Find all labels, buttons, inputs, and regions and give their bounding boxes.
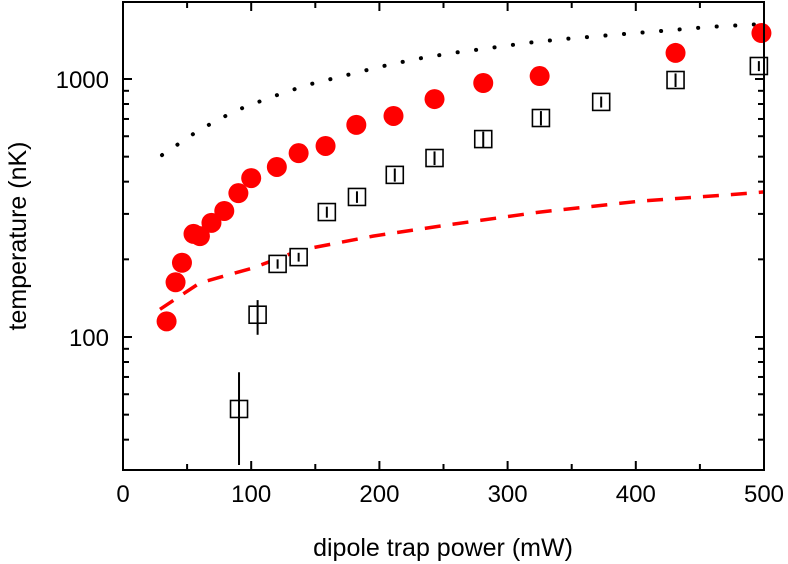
x-tick-label: 300 xyxy=(488,481,528,508)
red-circle-point xyxy=(189,226,210,247)
dotted-model-curve xyxy=(160,22,766,158)
y-tick-label: 1000 xyxy=(56,67,109,94)
plot-frame xyxy=(122,1,765,471)
red-circle-point xyxy=(165,272,186,293)
red-circle-point xyxy=(751,23,772,44)
red-circle-point xyxy=(529,66,550,87)
data-points xyxy=(156,23,772,466)
red-circle-point xyxy=(156,311,177,332)
x-axis-title: dipole trap power (mW) xyxy=(313,534,573,562)
red-circle-point xyxy=(315,135,336,156)
model-curves xyxy=(159,22,766,311)
red-circle-point xyxy=(665,42,686,63)
red-circle-point xyxy=(424,89,445,110)
dashed-model-curve xyxy=(159,190,765,311)
red-circle-point xyxy=(228,183,249,204)
red-circle-point xyxy=(214,200,235,221)
x-tick-label: 100 xyxy=(231,481,271,508)
red-circle-point xyxy=(288,143,309,164)
x-tick-label: 200 xyxy=(359,481,399,508)
x-tick-label: 400 xyxy=(616,481,656,508)
red-circle-point xyxy=(171,252,192,273)
red-circle-point xyxy=(473,72,494,93)
x-tick-label: 500 xyxy=(744,481,784,508)
red-circle-point xyxy=(201,212,222,233)
tick-labels: 0 100 200 300 400 500 100 1000 xyxy=(56,67,784,508)
red-circle-point xyxy=(266,156,287,177)
red-circle-point xyxy=(241,168,262,189)
y-tick-label: 100 xyxy=(69,325,109,352)
y-axis-title: temperature (nK) xyxy=(4,142,32,331)
red-circle-point xyxy=(383,105,404,126)
x-tick-label: 0 xyxy=(116,481,129,508)
red-circle-point xyxy=(346,114,367,135)
